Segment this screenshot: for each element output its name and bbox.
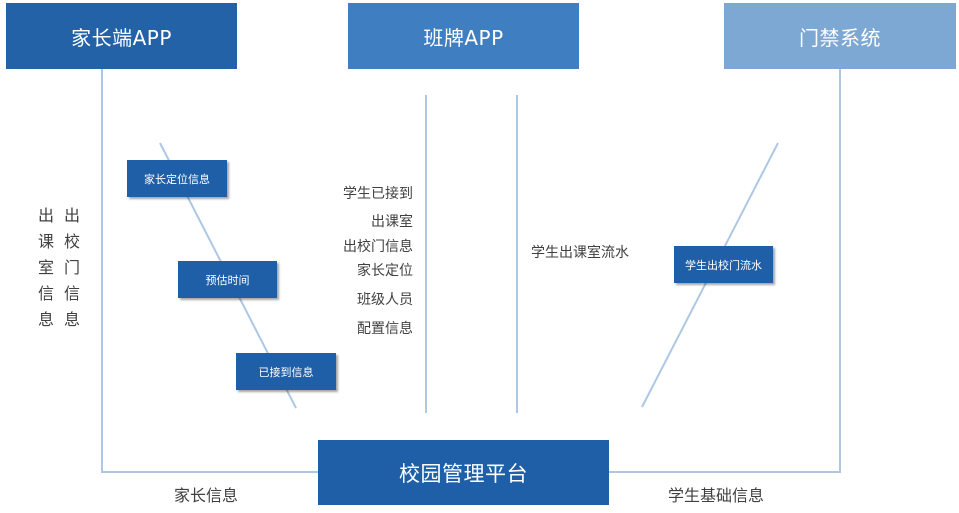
received-info-box: 已接到信息: [236, 353, 336, 390]
gate-flow-box: 学生出校门流水: [674, 246, 773, 283]
parent-app-box: 家长端APP: [6, 3, 237, 69]
class-board-label-4: 班级人员: [357, 292, 413, 308]
parent-app-label: 家长端APP: [71, 25, 172, 50]
parent-location-label: 家长定位信息: [144, 172, 210, 186]
class-board-label-5: 配置信息: [357, 321, 413, 337]
estimated-time-label: 预估时间: [205, 273, 250, 287]
access-control-box: 门禁系统: [724, 3, 956, 69]
classroom-flow-label: 学生出课室流水: [531, 245, 629, 261]
parent-location-box: 家长定位信息: [127, 160, 227, 197]
class-board-label-1: 出课室: [371, 214, 413, 230]
gate-flow-label: 学生出校门流水: [685, 258, 762, 272]
exit-gate-vertical-label: 出校门信息: [63, 206, 80, 329]
class-board-app-box: 班牌APP: [348, 3, 579, 69]
class-board-label-3: 家长定位: [357, 263, 413, 279]
exit-classroom-vertical-label: 出课室信息: [37, 206, 54, 329]
estimated-time-box: 预估时间: [178, 261, 277, 298]
access-control-label: 门禁系统: [799, 25, 881, 50]
parent-info-label: 家长信息: [174, 486, 239, 505]
parent-connector-line: [101, 69, 318, 473]
class-board-label-2: 出校门信息: [343, 239, 413, 255]
campus-platform-label: 校园管理平台: [399, 461, 528, 486]
class-board-label-0: 学生已接到: [343, 186, 413, 202]
student-basic-info-label: 学生基础信息: [668, 486, 765, 505]
access-connector-line: [609, 69, 841, 473]
received-info-label: 已接到信息: [258, 365, 314, 379]
campus-platform-box: 校园管理平台: [318, 440, 609, 505]
class-board-app-label: 班牌APP: [423, 25, 504, 50]
